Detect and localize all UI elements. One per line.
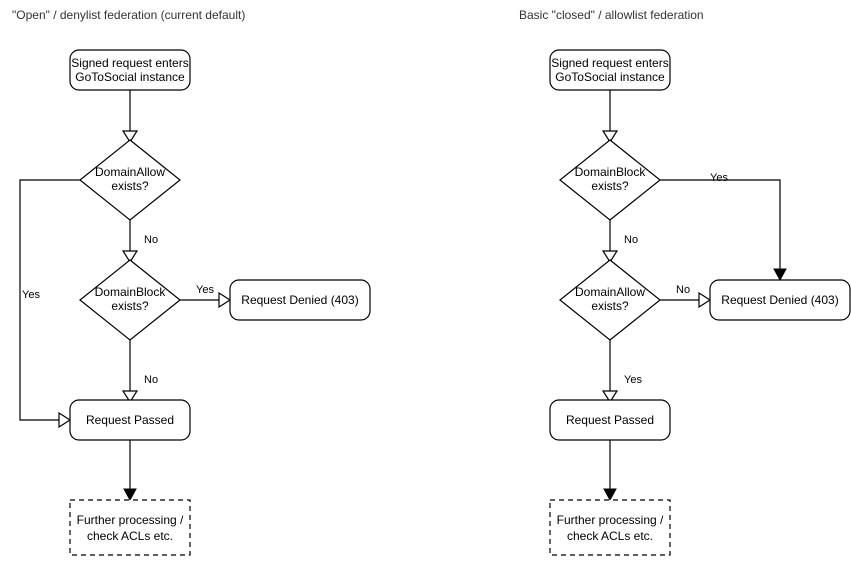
arrowhead-icon [698, 291, 712, 309]
arrowhead-icon [601, 250, 619, 264]
node-decision-domainblock-left[interactable]: DomainBlock exists? [79, 259, 181, 341]
node-further-processing-right-line2: check ACLs etc. [567, 529, 653, 543]
edge-domainblock-yes-left: Yes [180, 284, 232, 309]
node-further-processing-right-line1: Further processing / [557, 513, 664, 527]
edge-entry-to-domainblock-right [601, 90, 619, 144]
node-decision-domainallow-right-line2: exists? [591, 299, 629, 313]
arrowhead-icon [58, 411, 72, 429]
node-request-denied-left[interactable]: Request Denied (403) [229, 279, 371, 321]
node-request-denied-right-shape[interactable] [709, 279, 851, 321]
node-request-denied-left-label: Request Denied (403) [241, 293, 358, 307]
node-decision-domainallow-left-line1: DomainAllow [95, 165, 165, 179]
arrowhead-icon [121, 390, 139, 404]
node-decision-domainblock-right[interactable]: DomainBlock exists? [559, 139, 661, 221]
arrowhead-icon [121, 130, 139, 144]
edge-entry-to-domainallow-left [121, 90, 139, 144]
node-request-passed-left[interactable]: Request Passed [69, 399, 191, 441]
edge-label-domainblock-no-left: No [144, 374, 158, 386]
edge-domainallow-yes-right: Yes [601, 340, 642, 404]
node-decision-domainallow-right-line1: DomainAllow [575, 285, 645, 299]
node-further-processing-right[interactable]: Further processing / check ACLs etc. [549, 499, 671, 556]
node-entry-right-line2: GoToSocial instance [555, 70, 665, 84]
panel-open-denylist: "Open" / denylist federation (current de… [12, 8, 371, 556]
edge-domainblock-yes-right: Yes [660, 172, 787, 282]
node-further-processing-left-line1: Further processing / [77, 513, 184, 527]
node-entry-left-line1: Signed request enters [71, 56, 188, 70]
edge-passed-to-further-left [123, 440, 137, 502]
edge-domainblock-no-right: No [601, 220, 638, 264]
arrowhead-icon [601, 390, 619, 404]
node-entry-left[interactable]: Signed request enters GoToSocial instanc… [69, 49, 191, 91]
edge-label-domainallow-no-right: No [676, 284, 690, 296]
node-decision-domainblock-left-line1: DomainBlock [95, 285, 167, 299]
node-request-denied-right-label: Request Denied (403) [721, 293, 838, 307]
node-decision-domainallow-left[interactable]: DomainAllow exists? [79, 139, 181, 221]
node-request-passed-left-label: Request Passed [86, 413, 174, 427]
node-entry-right[interactable]: Signed request enters GoToSocial instanc… [549, 49, 671, 91]
node-decision-domainblock-right-line1: DomainBlock [575, 165, 647, 179]
edge-domainallow-no-left: No [121, 220, 158, 264]
node-decision-domainblock-right-line2: exists? [591, 179, 629, 193]
edge-label-domainblock-no-right: No [624, 234, 638, 246]
panel-title-open-denylist: "Open" / denylist federation (current de… [12, 8, 245, 22]
node-further-processing-left-line2: check ACLs etc. [87, 529, 173, 543]
panel-closed-allowlist: Basic "closed" / allowlist federation Si… [519, 8, 851, 556]
arrowhead-icon [773, 268, 787, 282]
edge-label-domainallow-no-left: No [144, 234, 158, 246]
edge-domainblock-no-left: No [121, 340, 158, 404]
node-request-passed-right[interactable]: Request Passed [549, 399, 671, 441]
edge-label-domainallow-yes-right: Yes [624, 374, 642, 386]
node-decision-domainblock-left-line2: exists? [111, 299, 149, 313]
node-request-denied-left-shape[interactable] [229, 279, 371, 321]
arrowhead-icon [123, 488, 137, 502]
edge-domainallow-yes-left: Yes [19, 179, 80, 429]
node-further-processing-left[interactable]: Further processing / check ACLs etc. [69, 499, 191, 556]
arrowhead-icon [601, 130, 619, 144]
edge-label-domainblock-yes-right: Yes [710, 172, 728, 184]
edge-label-domainallow-yes-left: Yes [22, 289, 40, 301]
node-entry-right-line1: Signed request enters [551, 56, 668, 70]
node-entry-left-line2: GoToSocial instance [75, 70, 185, 84]
node-request-passed-right-label: Request Passed [566, 413, 654, 427]
edge-label-domainblock-yes-left: Yes [196, 284, 214, 296]
edge-passed-to-further-right [603, 440, 617, 502]
node-request-denied-right[interactable]: Request Denied (403) [709, 279, 851, 321]
node-decision-domainallow-left-line2: exists? [111, 179, 149, 193]
panel-title-closed-allowlist: Basic "closed" / allowlist federation [519, 8, 704, 22]
node-further-processing-left-shape[interactable] [69, 499, 191, 556]
edge-domainallow-no-right: No [660, 284, 712, 309]
arrowhead-icon [121, 250, 139, 264]
node-further-processing-right-shape[interactable] [549, 499, 671, 556]
arrowhead-icon [218, 291, 232, 309]
arrowhead-icon [603, 488, 617, 502]
node-decision-domainallow-right[interactable]: DomainAllow exists? [559, 259, 661, 341]
